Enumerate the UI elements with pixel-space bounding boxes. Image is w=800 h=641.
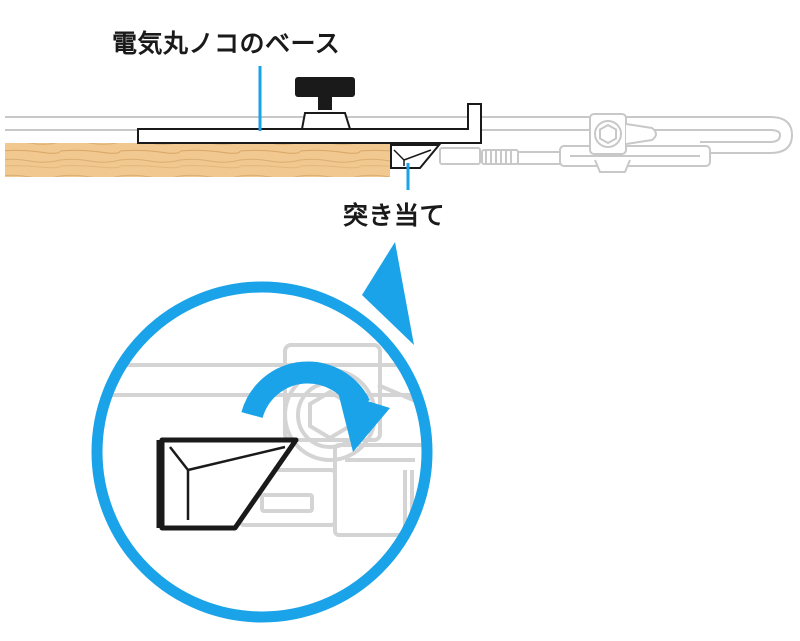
hex-bolt-icon — [589, 113, 657, 155]
slider-mechanism — [439, 145, 711, 173]
rotate-arrow-icon — [241, 361, 390, 452]
saw-base-plate — [137, 103, 482, 144]
stopper-small — [390, 144, 442, 169]
stopper-large — [156, 437, 299, 531]
clamp-knob-icon — [295, 77, 355, 130]
saw-base-label: 電気丸ノコのベース — [112, 29, 341, 58]
magnified-callout — [91, 242, 433, 623]
stopper-label: 突き当て — [343, 201, 446, 230]
wood-board — [5, 143, 390, 177]
